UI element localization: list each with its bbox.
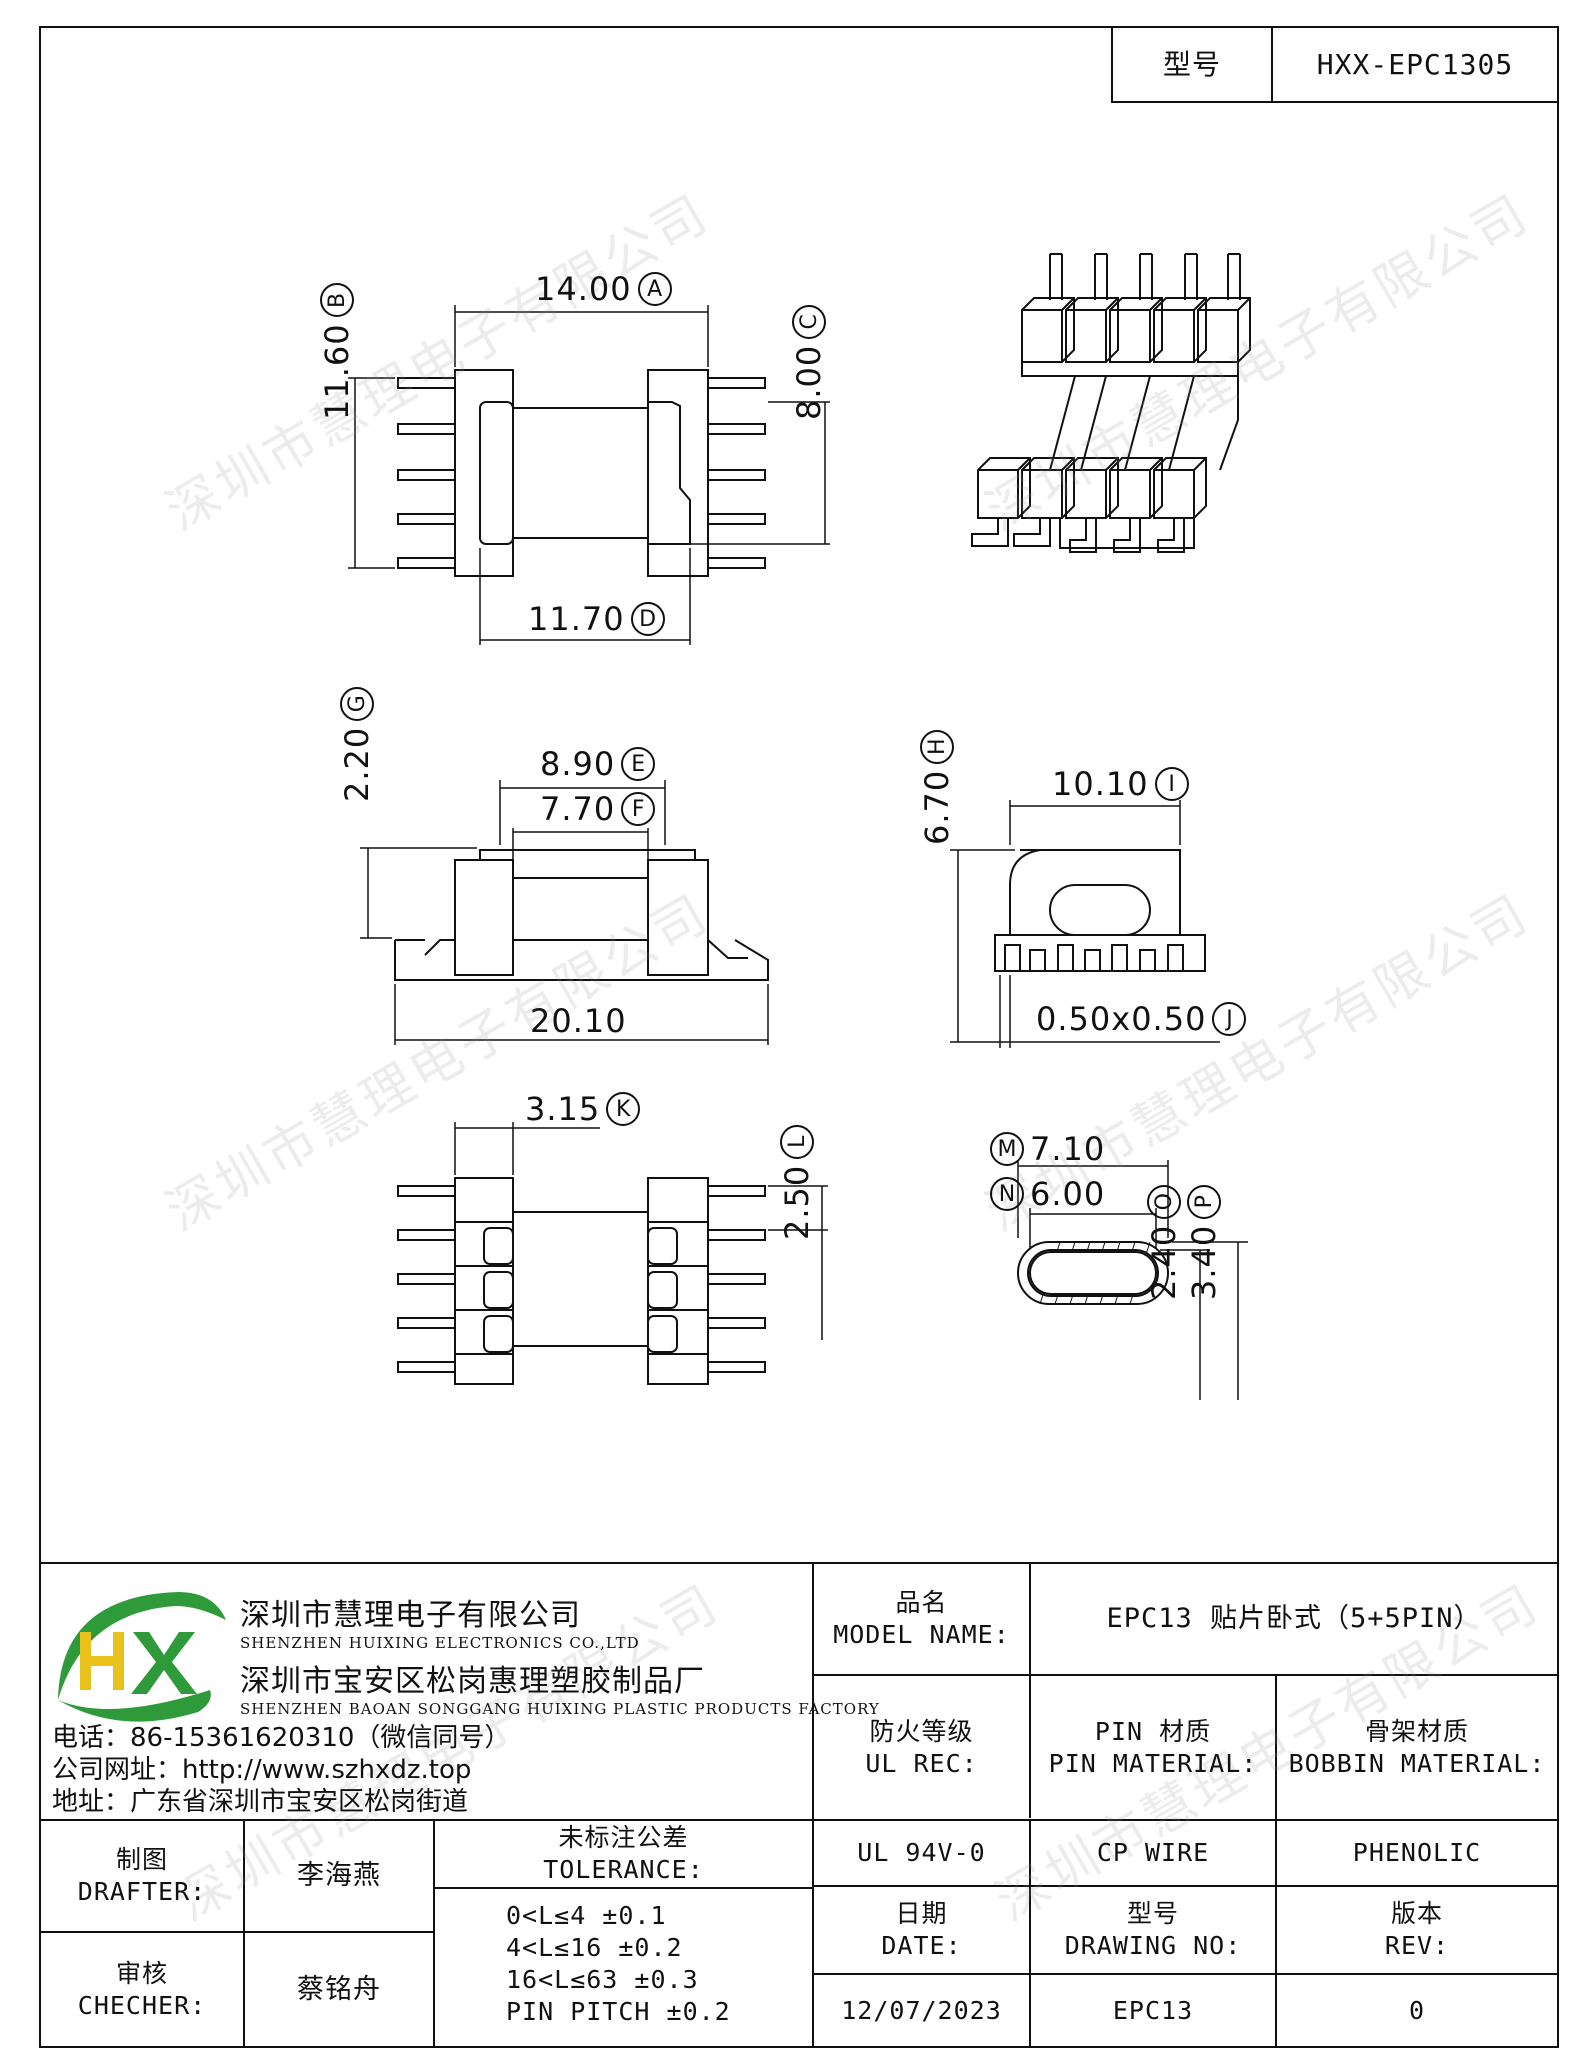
dimension-value: 2.40 (1145, 1224, 1183, 1300)
dimension-label: 8.00 C (790, 304, 828, 420)
tolerance-line: 4<L≤16 ±0.2 (506, 1933, 683, 1962)
ul-rec-value: UL 94V-0 (857, 1838, 986, 1867)
date-value: 12/07/2023 (841, 1995, 1002, 2025)
view-top (348, 305, 830, 645)
dimension-letter-badge: K (606, 1092, 641, 1126)
view-isometric (971, 253, 1251, 553)
dimension-letter-badge: C (792, 304, 826, 339)
dimension-letter-badge: J (1212, 1002, 1247, 1036)
title-block-grid (40, 1562, 1558, 2047)
checker-name: 蔡铭舟 (297, 1973, 381, 2005)
dimension-value: 11.60 (318, 323, 356, 420)
dimension-value: 2.50 (778, 1164, 816, 1240)
dimension-letter-badge: A (637, 272, 672, 306)
dimension-letter-badge: B (320, 283, 354, 318)
view-side (360, 780, 769, 1045)
dimension-letter-badge: H (920, 729, 954, 764)
company-logo (58, 1592, 226, 1722)
dimension-letter-badge: P (1187, 1184, 1221, 1219)
dimension-value: 14.00 (535, 270, 632, 308)
tolerance-line: 16<L≤63 ±0.3 (506, 1965, 699, 1994)
dimension-label: 6.70 H (918, 729, 956, 845)
dimension-value: 3.40 (1185, 1224, 1223, 1300)
drafter-name: 李海燕 (297, 1860, 381, 1891)
bobbin-material-value: PHENOLIC (1352, 1838, 1482, 1867)
dimension-letter-badge: M (990, 1132, 1024, 1166)
dimension-value: 7.70 (540, 790, 616, 828)
dimension-value: 8.00 (790, 344, 828, 420)
dimension-letter-badge: D (630, 602, 665, 636)
dimension-value: 8.90 (540, 745, 616, 783)
drawing-no-value: EPC13 (1112, 1995, 1194, 2025)
company-name-en-1: SHENZHEN HUIXING ELECTRONICS CO.,LTD (240, 1634, 640, 1652)
dimension-value: 6.70 (918, 769, 956, 845)
sheet-border (39, 26, 1559, 2048)
view-bottom (397, 1122, 828, 1385)
dimension-letter-badge: L (780, 1124, 814, 1159)
dimension-label: 2.20 G (338, 686, 376, 802)
header-model-box (1111, 26, 1559, 103)
rev-value: 0 (1408, 1995, 1426, 2025)
company-name-cn-2: 深圳市宝安区松岗惠理塑胶制品厂 (240, 1664, 705, 1699)
company-website: 公司网址：http://www.szhxdz.top (52, 1755, 472, 1785)
pin-material-value: CP WIRE (1096, 1838, 1210, 1867)
dimension-label: 11.60 B (318, 283, 356, 420)
header-model-label: 型号 (1162, 47, 1221, 81)
company-name-en-2: SHENZHEN BAOAN SONGGANG HUIXING PLASTIC … (240, 1700, 880, 1718)
dimension-label: 2.50 L (778, 1124, 816, 1240)
dimension-value: 11.70 (528, 600, 625, 638)
tolerance-line: PIN PITCH ±0.2 (506, 1997, 731, 2026)
view-end (950, 800, 1220, 1048)
dimension-label: 3.40 P (1185, 1184, 1223, 1300)
dimension-letter-badge: O (1147, 1184, 1181, 1219)
header-model-value: HXX-EPC1305 (1316, 47, 1514, 81)
dimension-value: 6.00 (1030, 1175, 1106, 1213)
company-phone: 电话：86-15361620310（微信同号） (52, 1723, 511, 1753)
tolerance-line: 0<L≤4 ±0.1 (506, 1901, 667, 1930)
model-name-value: EPC13 贴片卧式（5+5PIN） (1106, 1603, 1482, 1634)
dimension-label: 2.40 O (1145, 1184, 1183, 1300)
company-name-cn-1: 深圳市慧理电子有限公司 (240, 1598, 581, 1633)
dimension-value: 7.10 (1030, 1130, 1106, 1168)
dimension-value: 0.50x0.50 (1036, 1000, 1207, 1038)
dimension-letter-badge: F (621, 792, 656, 826)
dimension-value: 3.15 (525, 1090, 601, 1128)
dimension-letter-badge: E (621, 747, 656, 781)
dimension-base-length: 20.10 (530, 1002, 627, 1040)
view-core-section (1017, 1160, 1248, 1400)
dimension-value: 2.20 (338, 726, 376, 802)
dimension-value: 10.10 (1052, 765, 1149, 803)
company-address: 地址：广东省深圳市宝安区松岗街道 (52, 1787, 469, 1817)
dimension-letter-badge: I (1154, 767, 1189, 801)
dimension-letter-badge: G (340, 686, 374, 721)
dimension-letter-badge: N (990, 1177, 1024, 1211)
